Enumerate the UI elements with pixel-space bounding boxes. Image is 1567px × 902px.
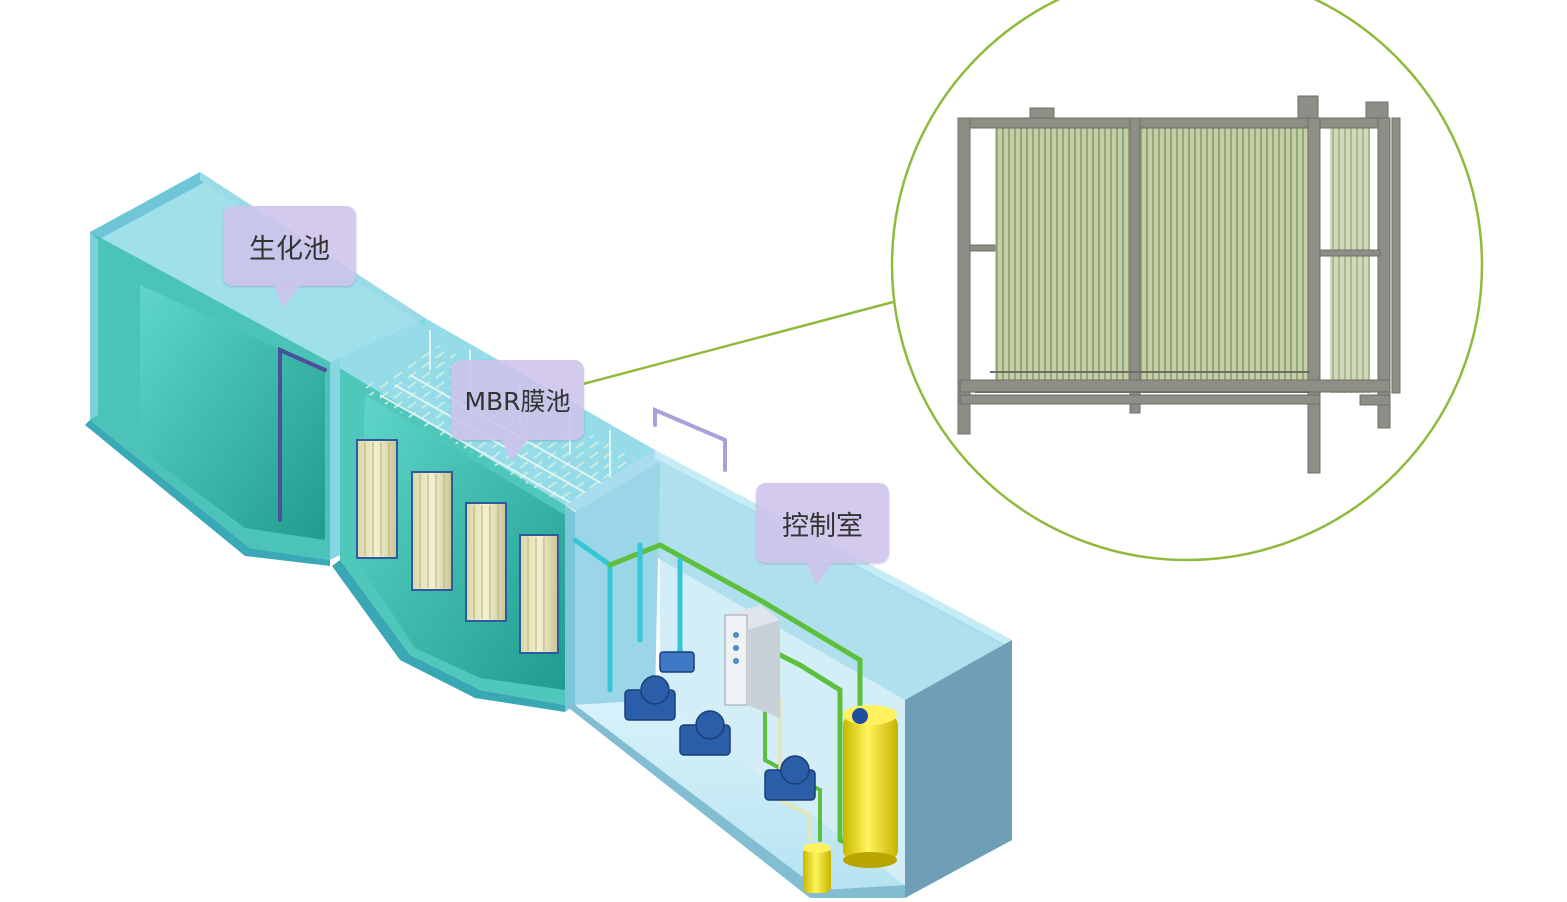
bio-tank-label: 生化池 — [223, 206, 356, 308]
membrane-module-detail — [957, 95, 1401, 474]
control-room-label: 控制室 — [756, 483, 889, 585]
zoom-connector-line — [582, 300, 894, 386]
mbr-tank-label: MBR膜池 — [451, 360, 584, 462]
pump-icon — [624, 651, 816, 801]
membrane-module-icon — [356, 439, 559, 654]
electrical-cabinet-icon — [724, 605, 780, 718]
chemical-tank-icon — [803, 705, 898, 893]
